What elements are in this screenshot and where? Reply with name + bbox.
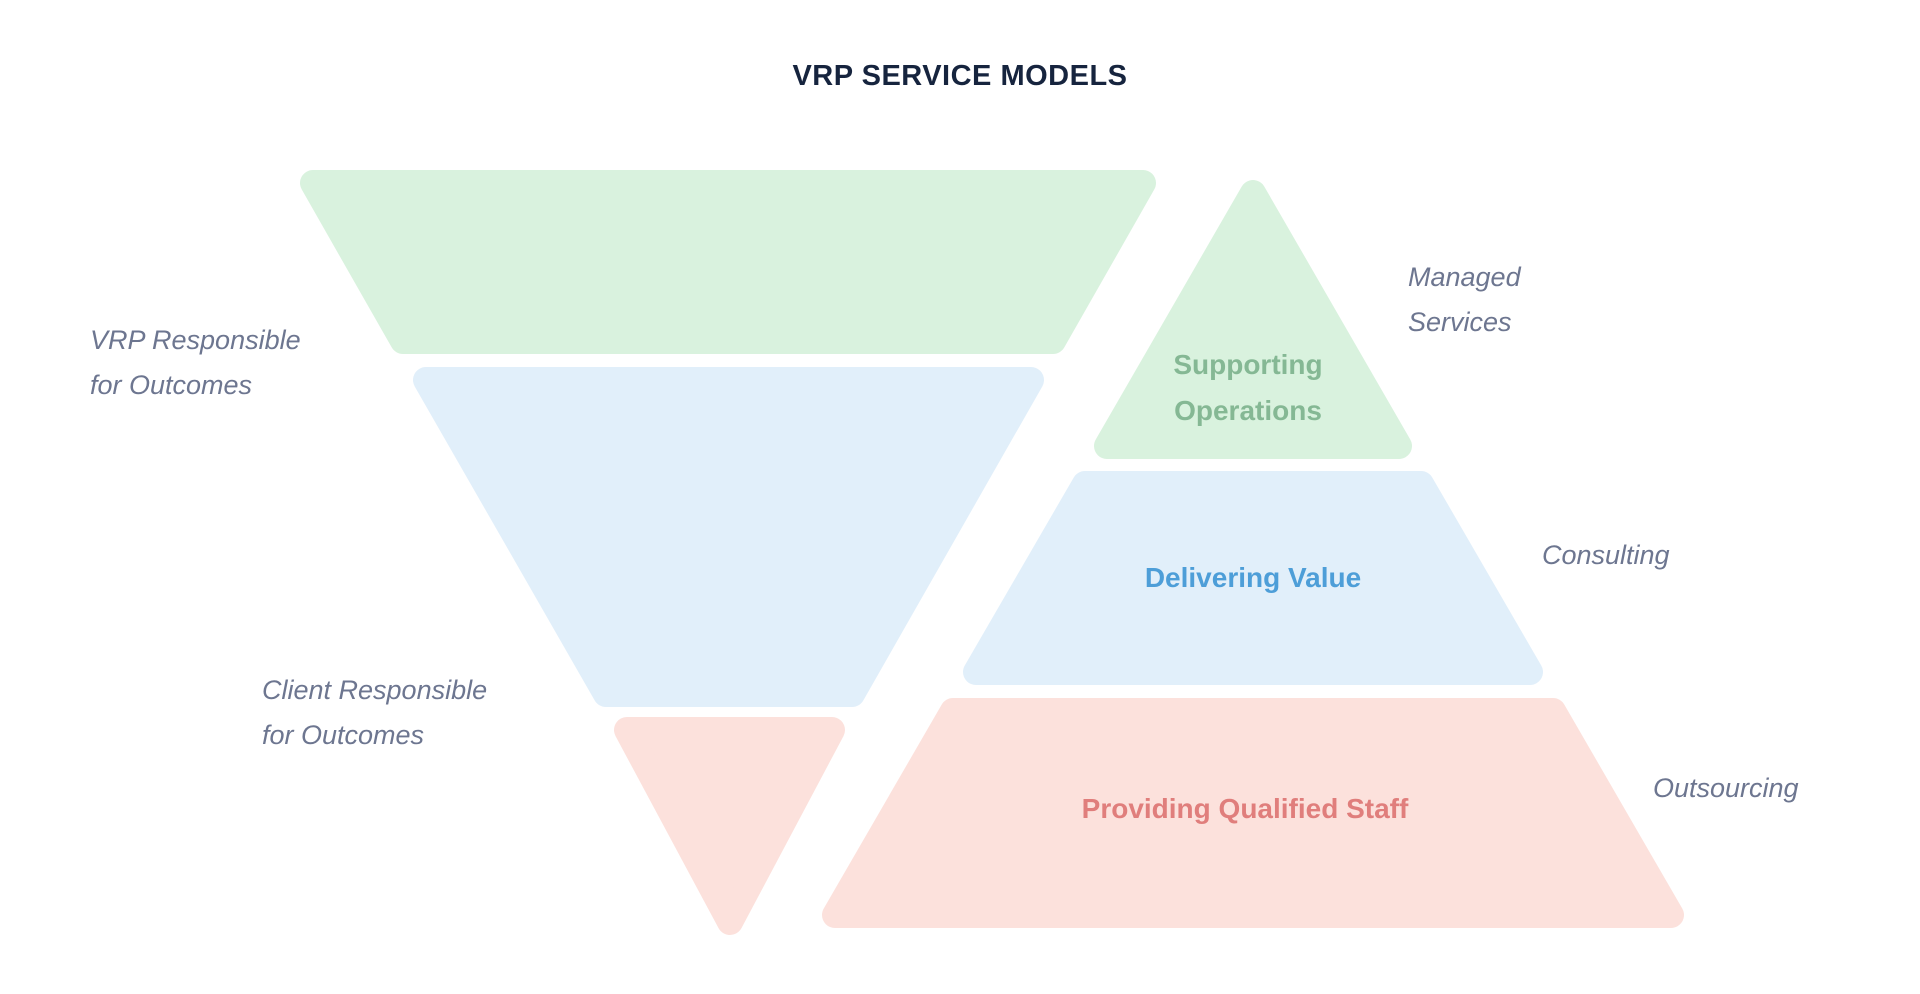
pyramid-layer-supporting-operations	[1094, 180, 1412, 459]
label-consulting: Consulting	[1542, 540, 1670, 570]
funnel-layer-middle-blue	[413, 367, 1044, 707]
pyramid-layer-delivering-value	[963, 471, 1543, 685]
label-managed-services: Managed Services	[1408, 262, 1521, 337]
label-delivering-value: Delivering Value	[1144, 562, 1362, 593]
pyramid-upright-triangle	[822, 180, 1684, 928]
label-supporting-operations: Supporting Operations	[1173, 349, 1323, 426]
funnel-layer-bottom-pink	[614, 717, 845, 935]
pyramid-layer-providing-qualified-staff	[822, 698, 1684, 928]
funnel-inverted-triangle	[300, 170, 1156, 935]
page-title: VRP SERVICE MODELS	[792, 60, 1128, 92]
label-outsourcing: Outsourcing	[1653, 773, 1799, 803]
label-client-responsible: Client Responsible for Outcomes	[262, 675, 488, 750]
label-providing-qualified-staff: Providing Qualified Staff	[1081, 793, 1409, 824]
label-vrp-responsible: VRP Responsible for Outcomes	[90, 325, 301, 400]
funnel-layer-top-green	[300, 170, 1156, 354]
